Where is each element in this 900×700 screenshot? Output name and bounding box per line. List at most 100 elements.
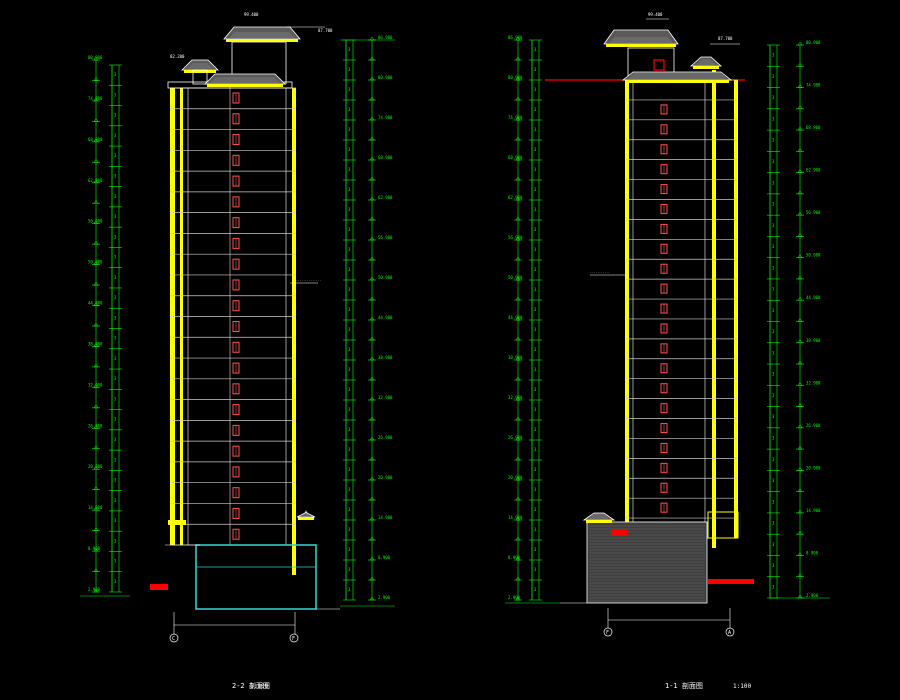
ground-marker xyxy=(708,579,754,584)
level-label: 80.900 xyxy=(806,40,821,45)
dim-tick-label: 3 xyxy=(114,295,117,300)
level-marker xyxy=(369,596,375,601)
level-marker xyxy=(369,76,375,81)
dim-tick-label: 3 xyxy=(348,227,351,232)
level-label: 8.900 xyxy=(378,555,391,560)
level-marker xyxy=(797,190,803,195)
dim-tick-label: 3 xyxy=(534,187,537,192)
dim-tick-label: 3 xyxy=(114,173,117,178)
level-marker xyxy=(369,436,375,441)
level-marker xyxy=(515,596,521,601)
dim-tick-label: 3 xyxy=(772,53,775,58)
level-label: 62.900 xyxy=(88,178,103,183)
dim-tick-label: 3 xyxy=(534,447,537,452)
dim-tick-label: 3 xyxy=(772,478,775,483)
level-marker xyxy=(797,169,803,173)
section-title-right: 1-1 剖面图 xyxy=(665,681,703,690)
dim-tick-label: 3 xyxy=(534,427,537,432)
dim-tick-label: 3 xyxy=(114,214,117,219)
elevation-roof: 87.700 xyxy=(718,36,733,41)
level-label: 26.900 xyxy=(378,435,393,440)
dim-tick-label: 3 xyxy=(114,437,117,442)
level-marker xyxy=(797,105,803,110)
level-marker xyxy=(369,236,375,241)
level-marker xyxy=(93,506,99,511)
level-marker xyxy=(369,556,375,561)
dim-tick-label: 3 xyxy=(534,267,537,272)
axis-bubble xyxy=(289,633,299,643)
level-marker xyxy=(93,56,99,61)
level-label: 80.900 xyxy=(378,75,393,80)
level-marker xyxy=(797,530,803,535)
level-label: 38.900 xyxy=(88,341,103,346)
elevation-roof: 99.400 xyxy=(648,12,663,17)
dim-tick-label: 3 xyxy=(534,367,537,372)
level-marker xyxy=(369,96,375,101)
roof-eave xyxy=(606,44,676,47)
level-marker xyxy=(93,465,99,470)
level-marker xyxy=(515,336,521,341)
level-label: 68.900 xyxy=(378,155,393,160)
level-label: 38.900 xyxy=(806,338,821,343)
section-title-left: 2-2 剖面图 xyxy=(232,681,270,690)
level-marker xyxy=(369,496,375,501)
level-marker xyxy=(93,404,99,409)
level-label: 56.900 xyxy=(378,235,393,240)
level-marker xyxy=(369,256,375,261)
roof-eave xyxy=(207,84,283,87)
level-label: 74.900 xyxy=(88,96,103,101)
level-marker xyxy=(93,240,99,245)
level-label: 14.900 xyxy=(88,505,103,510)
dim-tick-label: 3 xyxy=(114,113,117,118)
roof-eave xyxy=(184,70,216,73)
level-marker xyxy=(515,296,521,301)
dim-tick-label: 3 xyxy=(772,308,775,313)
level-label: 62.900 xyxy=(508,195,523,200)
level-marker xyxy=(93,588,99,593)
dim-tick-label: 3 xyxy=(348,507,351,512)
level-marker xyxy=(369,196,375,201)
dim-tick-label: 3 xyxy=(348,127,351,132)
level-marker xyxy=(515,216,521,221)
dim-tick-label: 3 xyxy=(772,138,775,143)
level-marker xyxy=(515,176,521,181)
level-marker xyxy=(93,302,99,306)
axis-label: C xyxy=(172,636,175,642)
roof-highlight-box xyxy=(653,59,665,71)
dim-tick-label: 3 xyxy=(534,527,537,532)
level-marker xyxy=(93,281,99,286)
level-marker xyxy=(369,376,375,381)
dim-tick-label: 3 xyxy=(534,387,537,392)
annotation-text: ........... xyxy=(590,270,610,274)
dim-tick-label: 3 xyxy=(772,244,775,249)
level-marker xyxy=(93,547,99,552)
level-marker xyxy=(515,56,521,61)
level-marker xyxy=(369,176,375,181)
level-label: 2.900 xyxy=(508,595,521,600)
level-label: 74.900 xyxy=(508,115,523,120)
dim-tick-label: 3 xyxy=(114,417,117,422)
level-label: 50.900 xyxy=(508,275,523,280)
level-marker xyxy=(515,76,521,81)
basement-outline xyxy=(195,544,317,610)
podium-hatched-block xyxy=(586,521,708,604)
level-label: 56.900 xyxy=(88,219,103,224)
level-label: 20.900 xyxy=(806,465,821,470)
dim-tick-label: 3 xyxy=(772,563,775,568)
dim-tick-label: 3 xyxy=(348,587,351,592)
dim-tick-label: 3 xyxy=(534,67,537,72)
side-stair xyxy=(707,511,739,539)
level-label: 20.900 xyxy=(88,464,103,469)
level-marker xyxy=(369,56,375,61)
dim-tick-label: 3 xyxy=(348,307,351,312)
roof-eave xyxy=(299,517,313,520)
dim-tick-label: 3 xyxy=(348,327,351,332)
level-marker xyxy=(515,356,521,361)
section-right: 333333333333333333333333333386.90080.900… xyxy=(505,12,830,637)
level-label: 74.900 xyxy=(378,115,393,120)
dim-tick-label: 3 xyxy=(114,92,117,97)
dim-tick-label: 3 xyxy=(534,407,537,412)
level-marker xyxy=(797,488,803,492)
elevation-roof: 99.400 xyxy=(244,12,259,17)
